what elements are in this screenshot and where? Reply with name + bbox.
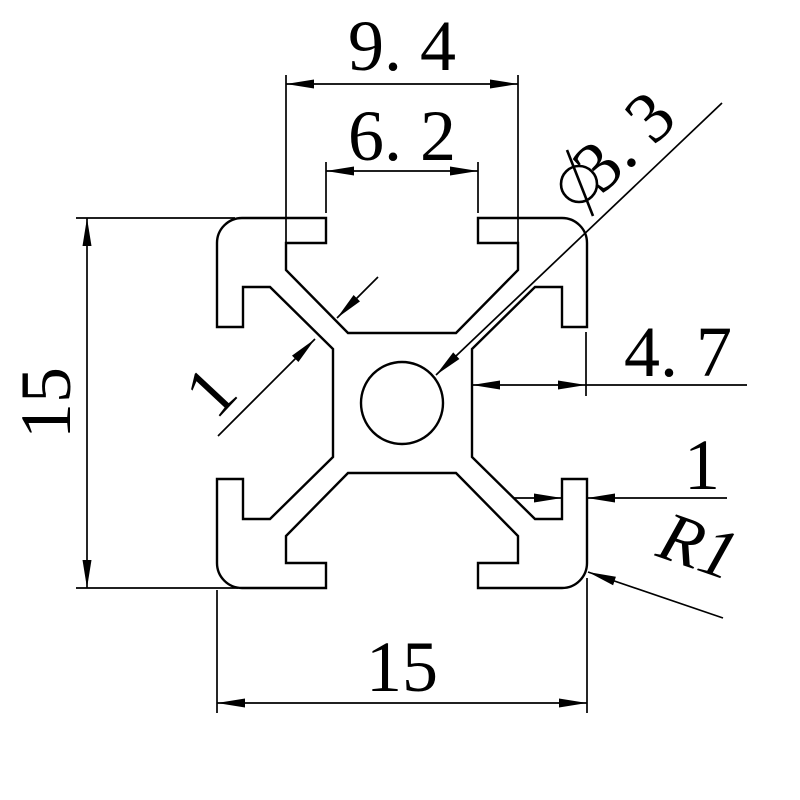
diameter-symbol-slash bbox=[565, 149, 595, 217]
arrowhead bbox=[436, 352, 460, 375]
arrowhead bbox=[472, 380, 500, 390]
dimension-label-slot-opening-width: 6. 2 bbox=[348, 96, 456, 176]
dimension-label-lip-thickness: 1 bbox=[684, 425, 720, 505]
dimension-label-web-thickness: 1 bbox=[169, 351, 252, 432]
dimension-label-edge-to-core: 4. 7 bbox=[624, 312, 732, 392]
arrowhead bbox=[337, 295, 360, 318]
dimension-label-hole-diameter: 3. 3 bbox=[557, 75, 690, 207]
arrowhead bbox=[292, 339, 315, 362]
dimension-edge-to-core: 4. 7 bbox=[472, 312, 747, 396]
dimension-slot-opening-width: 6. 2 bbox=[325, 96, 479, 213]
center-hole bbox=[359, 360, 445, 446]
arrowhead bbox=[82, 560, 92, 588]
arrowhead bbox=[559, 698, 587, 708]
arrowhead bbox=[587, 493, 615, 503]
profile-outline bbox=[215, 216, 589, 590]
arrowhead bbox=[217, 698, 245, 708]
diameter-symbol-icon bbox=[559, 164, 599, 204]
arrowhead bbox=[82, 218, 92, 246]
profile-outer-contour bbox=[215, 216, 589, 590]
dimension-label-slot-inner-width: 9. 4 bbox=[348, 6, 456, 86]
arrowhead bbox=[326, 166, 354, 176]
arrowhead bbox=[588, 572, 616, 586]
dimension-slot-inner-width: 9. 4 bbox=[285, 6, 519, 246]
arrowhead bbox=[490, 79, 518, 89]
arrowhead bbox=[286, 79, 314, 89]
leader-line bbox=[435, 102, 723, 376]
dimension-profile-width: 15 bbox=[216, 578, 588, 713]
dimension-label-corner-radius: R1 bbox=[648, 497, 748, 595]
dimension-web-thickness: 1 bbox=[169, 276, 379, 437]
dimension-corner-radius: R1 bbox=[587, 497, 748, 619]
dimension-lip-thickness: 1 bbox=[513, 425, 727, 505]
dimension-profile-height: 15 bbox=[6, 217, 238, 589]
dimension-label-profile-height: 15 bbox=[6, 367, 86, 439]
dimension-label-profile-width: 15 bbox=[366, 627, 438, 707]
arrowhead bbox=[450, 166, 478, 176]
arrowhead bbox=[558, 380, 586, 390]
arrowhead bbox=[534, 493, 562, 503]
